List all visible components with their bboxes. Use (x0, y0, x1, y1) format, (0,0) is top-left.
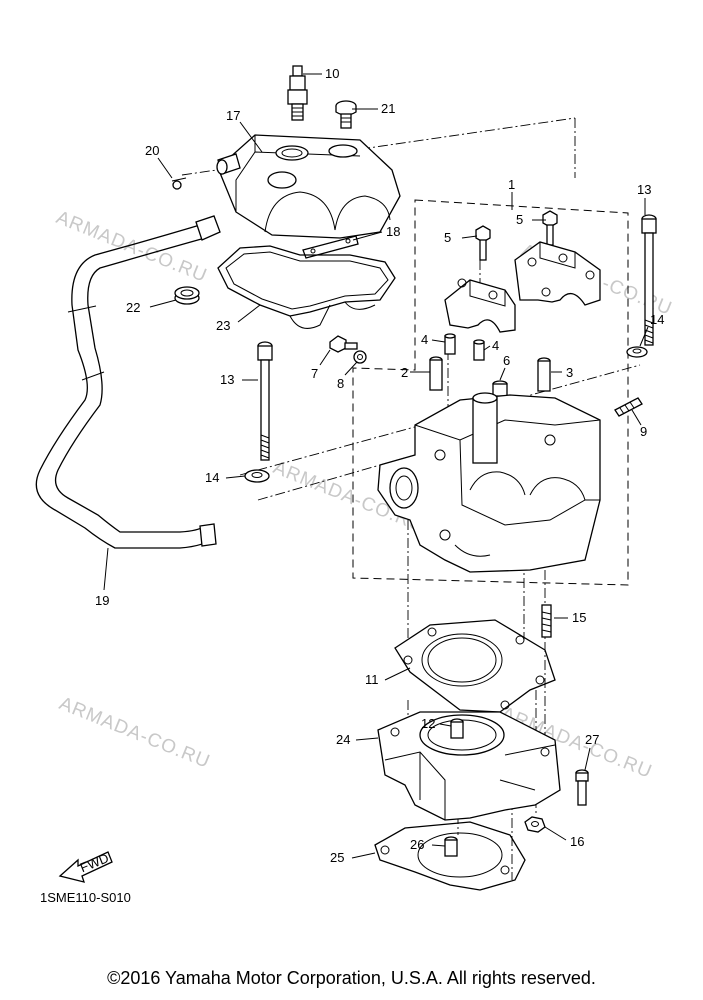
diagram-code: 1SME110-S010 (40, 890, 131, 905)
cylinder-head-cover (216, 134, 401, 239)
callout-16: 16 (570, 834, 584, 849)
bolt-6 (492, 380, 508, 397)
callout-24: 24 (336, 732, 350, 747)
callout-5-left: 5 (444, 230, 451, 245)
callout-9: 9 (640, 424, 647, 439)
callout-8: 8 (337, 376, 344, 391)
washer-left (244, 469, 270, 483)
watermark-4: ARMADA-CO.RU (56, 693, 213, 773)
callout-21: 21 (381, 101, 395, 116)
assembly-1-boundary (352, 199, 629, 586)
head-bolt-left (257, 341, 273, 461)
bolt-5-right (542, 210, 558, 246)
washer-right (626, 346, 648, 358)
callout-22: 22 (126, 300, 140, 315)
dowel-pin-26 (444, 836, 458, 857)
spark-plug (287, 65, 308, 121)
callout-13-right: 13 (637, 182, 651, 197)
clip (171, 177, 187, 190)
bolt-27 (575, 769, 589, 806)
callout-15: 15 (572, 610, 586, 625)
callout-17: 17 (226, 108, 240, 123)
callout-27: 27 (585, 732, 599, 747)
forward-arrow-icon: FWD (58, 850, 113, 883)
callout-labels: 1 2 3 4 4 5 5 6 7 8 9 10 11 12 13 13 14 … (95, 66, 664, 865)
nut-16 (524, 816, 546, 833)
cylinder (377, 711, 561, 821)
camshaft-cap-right (514, 241, 601, 306)
callout-6: 6 (503, 353, 510, 368)
callout-14-left: 14 (205, 470, 219, 485)
callout-13-left: 13 (220, 372, 234, 387)
callout-3: 3 (566, 365, 573, 380)
watermark-1: ARMADA-CO.RU (53, 207, 210, 287)
dowel-pin-4-right (473, 339, 485, 361)
callout-1: 1 (508, 177, 515, 192)
callout-14-right: 14 (650, 312, 664, 327)
leader-lines (103, 73, 649, 859)
callout-18: 18 (386, 224, 400, 239)
cylinder-head-gasket (394, 619, 556, 713)
valve-guide-3 (537, 357, 551, 392)
callout-7: 7 (311, 366, 318, 381)
dowel-pin-4-left (444, 333, 456, 355)
callout-19: 19 (95, 593, 109, 608)
callout-23: 23 (216, 318, 230, 333)
callout-10: 10 (325, 66, 339, 81)
copyright-notice: ©2016 Yamaha Motor Corporation, U.S.A. A… (107, 968, 596, 988)
camshaft-cap-left (444, 278, 516, 333)
callout-12: 12 (421, 716, 435, 731)
washer-8 (353, 350, 367, 364)
cylinder-base-gasket (374, 821, 526, 891)
callout-4-left: 4 (421, 332, 428, 347)
stud-9 (614, 397, 643, 417)
callout-25: 25 (330, 850, 344, 865)
callout-20: 20 (145, 143, 159, 158)
cylinder-head (377, 392, 601, 573)
callout-26: 26 (410, 837, 424, 852)
valve-guide-2 (429, 356, 443, 391)
bolt-7 (329, 335, 358, 353)
callout-11: 11 (365, 672, 379, 687)
fwd-label: FWD (78, 850, 111, 875)
breather-hose (35, 215, 221, 549)
callout-5-right: 5 (516, 212, 523, 227)
callout-2: 2 (401, 365, 408, 380)
bolt-5-left (475, 225, 491, 261)
grommet (174, 286, 200, 305)
callout-4-right: 4 (492, 338, 499, 353)
head-cover-gasket (217, 245, 396, 329)
dowel-pin-12 (450, 718, 464, 739)
head-bolt-right (641, 214, 657, 346)
stud-15 (541, 604, 552, 638)
oil-filler-plug (335, 100, 357, 129)
